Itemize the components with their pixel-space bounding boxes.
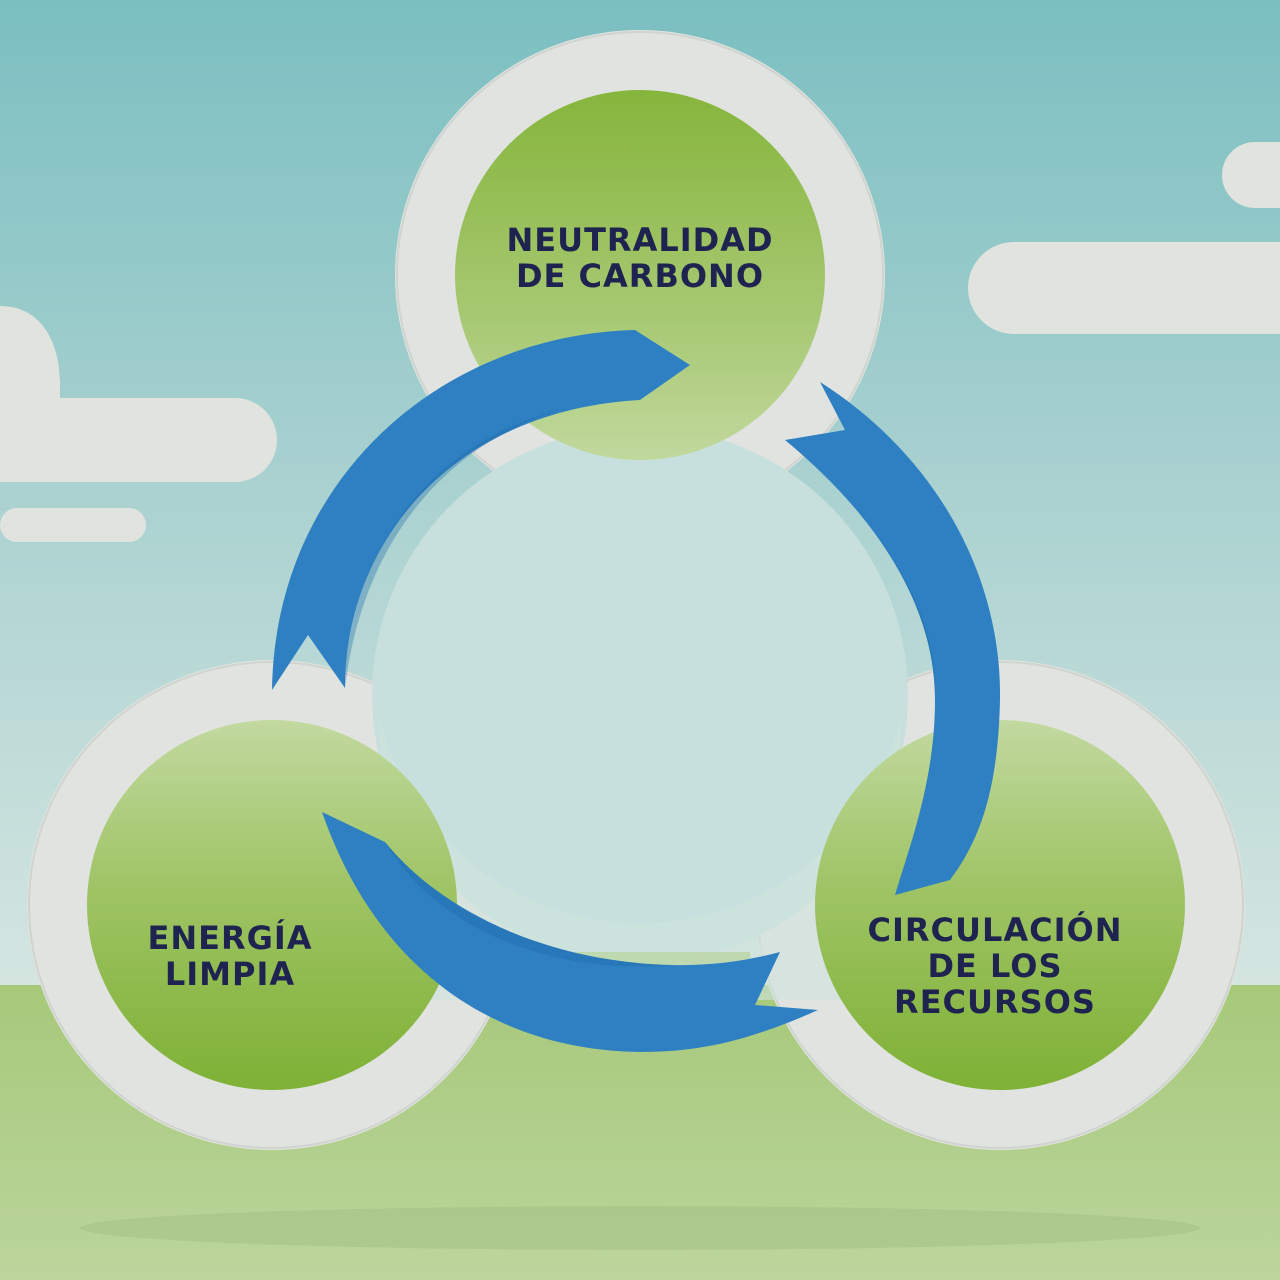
cycle-arrows [272, 330, 1001, 1052]
arrow-energia-to-neutralidad [272, 330, 690, 690]
node-label-line: NEUTRALIDAD [506, 221, 774, 259]
node-label-line: DE LOS [927, 947, 1063, 985]
arrow-neutralidad-to-circulacion [785, 382, 1001, 895]
arrow-shading [345, 410, 936, 967]
node-label-line: ENERGÍA [147, 919, 313, 957]
center-hole-shade [380, 720, 900, 1000]
node-label-line: DE CARBONO [515, 257, 765, 295]
cloud-right [968, 142, 1280, 334]
node-label-line: RECURSOS [894, 983, 1096, 1021]
node-label-neutralidad: NEUTRALIDAD DE CARBONO [440, 222, 840, 294]
center-hole [372, 427, 908, 963]
arrow-circulacion-to-energia [322, 812, 818, 1052]
node-circle-circulacion [815, 720, 1185, 1090]
node-label-energia: ENERGÍA LIMPIA [80, 920, 380, 992]
ground-shadow [80, 1206, 1200, 1250]
node-label-line: LIMPIA [164, 955, 296, 993]
node-circle-energia [87, 720, 457, 1090]
cloud-left [0, 306, 277, 542]
node-label-circulacion: CIRCULACIÓN DE LOS RECURSOS [820, 912, 1170, 1020]
node-label-line: CIRCULACIÓN [867, 911, 1123, 949]
